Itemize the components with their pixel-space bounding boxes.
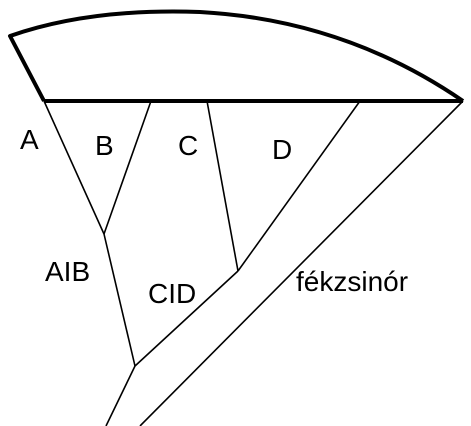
line-ab xyxy=(103,233,136,367)
line-cd xyxy=(134,270,239,367)
label-c: C xyxy=(178,130,199,161)
line-b xyxy=(103,100,152,235)
label-b: B xyxy=(95,130,114,161)
brake-line xyxy=(139,100,464,426)
label-a: A xyxy=(20,124,39,155)
label-ab: AIB xyxy=(45,256,91,287)
label-d: D xyxy=(272,134,293,165)
canopy-outline xyxy=(8,9,465,103)
label-cd: CID xyxy=(148,278,197,309)
line-d xyxy=(237,100,361,272)
label-brake-line: fékzsinór xyxy=(296,266,409,297)
line-a xyxy=(43,100,105,235)
line-c xyxy=(206,100,239,272)
line-riser-lower xyxy=(105,365,136,426)
